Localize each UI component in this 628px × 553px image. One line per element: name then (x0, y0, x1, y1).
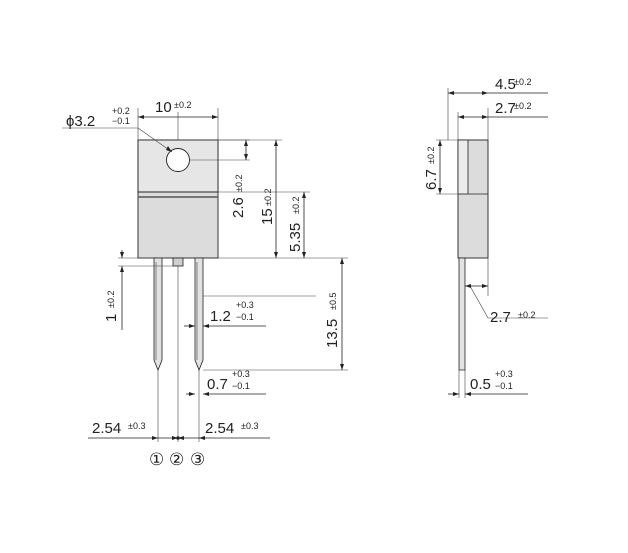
lead-offset-tol: ±0.2 (518, 310, 535, 320)
width-tol: ±0.2 (174, 100, 191, 110)
side-tab (457, 139, 469, 195)
tab-length-value: 6.7 (423, 169, 440, 190)
front-view (137, 112, 219, 442)
side-lead-thk-value: 0.5 (470, 376, 491, 393)
side-lead-thk-minus: −0.1 (495, 381, 513, 391)
mounting-hole (166, 148, 190, 172)
total-thickness-tol: ±0.2 (514, 77, 531, 87)
lead-width-value: 1.2 (210, 308, 231, 325)
pitch-right-tol: ±0.3 (241, 421, 258, 431)
pin-numbers: ① ② ③ (149, 450, 205, 469)
hole-offset-tol: ±0.2 (234, 175, 244, 192)
tab-height-value: 5.35 (287, 223, 304, 252)
lead-1 (153, 257, 163, 372)
dim-total-thickness: 4.5 ±0.2 (447, 76, 548, 140)
dim-lead-offset: 2.7 ±0.2 (465, 258, 548, 326)
pitch-left-tol: ±0.3 (128, 421, 145, 431)
dim-hole-offset: 2.6 ±0.2 (178, 139, 250, 218)
lead-thickness-plus: +0.3 (232, 369, 250, 379)
side-lead (458, 257, 466, 371)
dim-standoff: 1 ±0.2 (103, 250, 173, 330)
dim-body-height: 15 ±0.2 (218, 139, 282, 258)
tab-length-tol: ±0.2 (426, 147, 436, 164)
hole-offset-value: 2.6 (230, 197, 247, 218)
dim-side-lead-thickness: 0.5 +0.3 −0.1 (448, 369, 528, 398)
lead-3 (194, 257, 204, 372)
pitch-right-value: 2.54 (205, 420, 234, 437)
dim-body-thickness: 2.7 ±0.2 (457, 100, 548, 140)
hole-dia-value: ϕ3.2 (66, 113, 95, 130)
standoff-tol: ±0.2 (106, 291, 116, 308)
dim-lead-width: 1.2 +0.3 −0.1 (184, 295, 316, 328)
standoff-value: 1 (103, 314, 120, 322)
body-height-value: 15 (259, 208, 276, 225)
body-thickness-tol: ±0.2 (514, 101, 531, 111)
dim-tab-length: 6.7 ±0.2 (423, 139, 468, 195)
dim-lead-length: 13.5 ±0.5 (203, 258, 348, 371)
side-lead-thk-plus: +0.3 (495, 369, 513, 379)
lead-thickness-minus: −0.1 (232, 381, 250, 391)
side-view (457, 139, 489, 371)
pin-3-label: ③ (190, 450, 205, 469)
dim-tab-height: 5.35 ±0.2 (218, 191, 310, 258)
pin-2-label: ② (169, 450, 184, 469)
width-value: 10 (155, 99, 172, 116)
tab-height-tol: ±0.2 (291, 197, 301, 214)
lead-length-value: 13.5 (324, 319, 341, 348)
lead-width-minus: −0.1 (236, 312, 254, 322)
lead-width-plus: +0.3 (236, 300, 254, 310)
dim-pitch: 2.54 ±0.3 2.54 ±0.3 (88, 420, 270, 440)
total-thickness-value: 4.5 (495, 76, 516, 93)
pitch-left-value: 2.54 (92, 420, 121, 437)
hole-dia-plus: +0.2 (112, 106, 130, 116)
body-height-tol: ±0.2 (263, 189, 273, 206)
lead-thickness-value: 0.7 (207, 376, 228, 393)
body-thickness-value: 2.7 (495, 100, 516, 117)
dim-width: 10 ±0.2 (137, 99, 219, 140)
dim-hole-diameter: ϕ3.2 +0.2 −0.1 (62, 106, 173, 153)
hole-dia-minus: −0.1 (112, 116, 130, 126)
dim-lead-thickness: 0.7 +0.3 −0.1 (186, 369, 266, 396)
lead-length-tol: ±0.5 (328, 293, 338, 310)
lead-offset-value: 2.7 (490, 309, 511, 326)
pin-1-label: ① (149, 450, 164, 469)
